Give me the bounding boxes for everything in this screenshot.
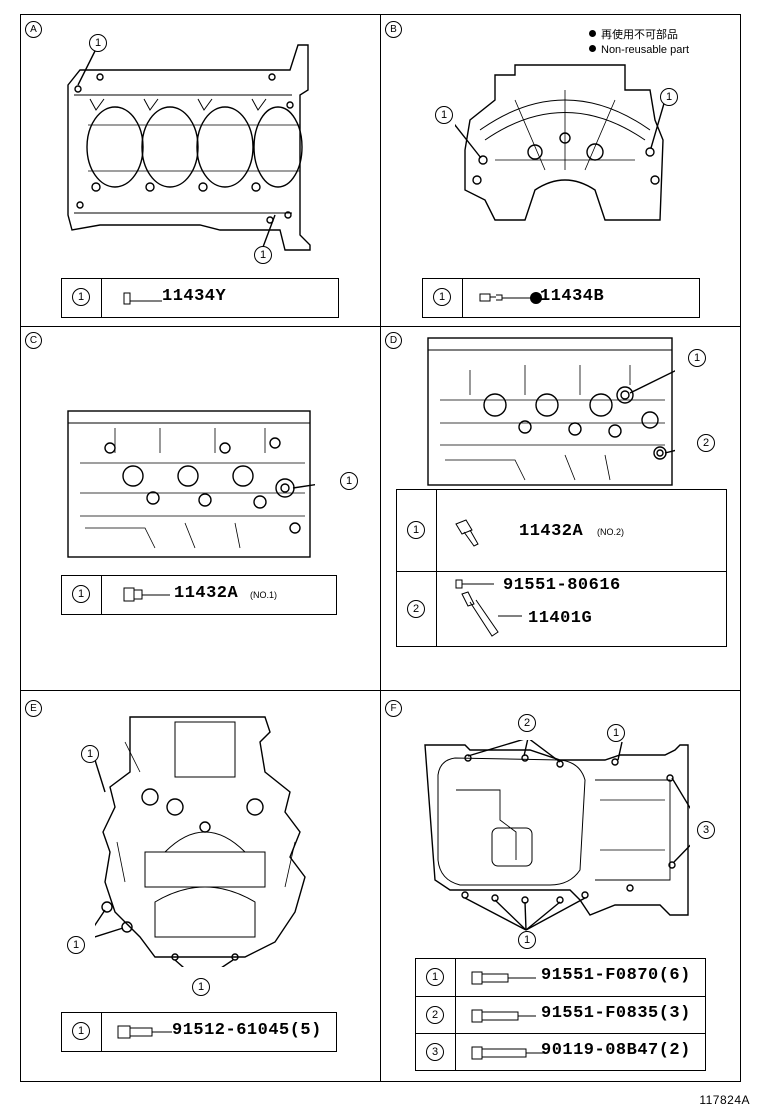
figure-code: 117824A [699,1093,750,1107]
callout-f-1-bottom: 1 [518,931,536,949]
bullet-icon [589,45,596,52]
panel-letter-e: E [25,700,42,717]
callout-f-1-top: 1 [607,724,625,742]
callout-a-1-top: 1 [89,34,107,52]
part-note: (NO.2) [597,527,624,537]
plug-icon [455,519,479,547]
parts-row: 1 11432A (NO.1) [62,576,336,614]
part-number: 11432A [519,522,584,541]
row-number: 3 [426,1043,444,1061]
callout-d-1: 1 [688,349,706,367]
row-number-cell: 1 [62,279,102,317]
panel-divider-row1 [20,326,741,327]
plug-with-non-reusable-bullet-icon [479,292,542,304]
legend-en-text: Non-reusable part [601,44,690,56]
row-number-cell: 1 [397,490,437,571]
long-bolt-icon [471,1046,546,1060]
bolt-icon [471,971,536,985]
parts-row: 1 91512-61045(5) [62,1013,336,1051]
panel-divider-vertical [380,14,381,1082]
parts-table-e: 1 91512-61045(5) [61,1012,337,1052]
callout-e-1-left: 1 [67,936,85,954]
parts-table-a: 1 11434Y [61,278,339,318]
row-number-cell: 1 [423,279,463,317]
row-number: 1 [72,585,90,603]
row-number-cell: 1 [62,576,102,614]
parts-table-f: 1 91551-F0870(6) 2 91551-F0835(3) 3 9011… [415,958,706,1071]
parts-row: 1 11432A (NO.2) [397,490,726,571]
row-number-cell: 2 [397,572,437,646]
part-number: 11434B [540,287,605,306]
cylinder-block-side-drawing-c [65,408,315,560]
parts-row: 1 91551-F0870(6) [416,959,705,996]
part-number: 90119-08B47(2) [541,1041,691,1060]
cylinder-block-rear-drawing [455,60,675,230]
bolt-icon [117,1025,172,1039]
row-number: 1 [72,288,90,306]
part-number: 91551-F0870(6) [541,966,691,985]
part-number: 91551-F0835(3) [541,1004,691,1023]
row-number: 1 [433,288,451,306]
panel-letter-f: F [385,700,402,717]
row-number-cell: 2 [416,997,456,1033]
plug-icon [123,587,170,602]
callout-c-1: 1 [340,472,358,490]
callout-f-2: 2 [518,714,536,732]
parts-row: 3 90119-08B47(2) [416,1033,705,1070]
parts-row: 2 91551-80616 11401G [397,571,726,646]
row-number-cell: 1 [62,1013,102,1051]
part-number: 91551-80616 [503,576,621,595]
callout-d-2: 2 [697,434,715,452]
part-number: 11432A [174,584,239,603]
callout-a-1-bottom: 1 [254,246,272,264]
panel-letter-d: D [385,332,402,349]
parts-table-b: 1 11434B [422,278,700,318]
callout-e-1-bottom: 1 [192,978,210,996]
row-number: 1 [426,968,444,986]
panel-letter-b: B [385,21,402,38]
legend-cn: 再使用不可部品 [589,28,689,43]
cylinder-block-side-drawing-d [425,335,675,490]
parts-row: 1 11434Y [62,279,338,317]
callout-b-1-right: 1 [660,88,678,106]
part-number: 11434Y [162,287,227,306]
panel-divider-row2 [20,690,741,691]
row-number: 1 [72,1022,90,1040]
legend-cn-text: 再使用不可部品 [601,29,678,41]
callout-e-1-upper: 1 [81,745,99,763]
parts-table-d: 1 11432A (NO.2) 2 91551-80616 11401G [396,489,727,647]
row-number-cell: 1 [416,959,456,996]
cylinder-block-front-drawing [95,712,335,967]
row-number-cell: 3 [416,1034,456,1070]
pin-icon [123,292,162,305]
parts-row: 1 11434B [423,279,699,317]
callout-f-3: 3 [697,821,715,839]
bolt-and-oil-jet-icon [455,579,522,637]
legend-en: Non-reusable part [589,43,689,58]
parts-row: 2 91551-F0835(3) [416,996,705,1033]
row-number: 2 [426,1006,444,1024]
part-number-2: 11401G [528,609,593,628]
bolt-icon [471,1009,536,1023]
bullet-icon [589,30,596,37]
legend: 再使用不可部品 Non-reusable part [589,28,689,58]
part-note: (NO.1) [250,590,277,600]
callout-b-1-left: 1 [435,106,453,124]
panel-letter-a: A [25,21,42,38]
row-number: 1 [407,521,425,539]
row-number: 2 [407,600,425,618]
oil-pan-drawing [420,740,690,940]
panel-letter-c: C [25,332,42,349]
parts-table-c: 1 11432A (NO.1) [61,575,337,615]
cylinder-block-top-drawing [60,35,320,265]
part-number: 91512-61045(5) [172,1021,322,1040]
